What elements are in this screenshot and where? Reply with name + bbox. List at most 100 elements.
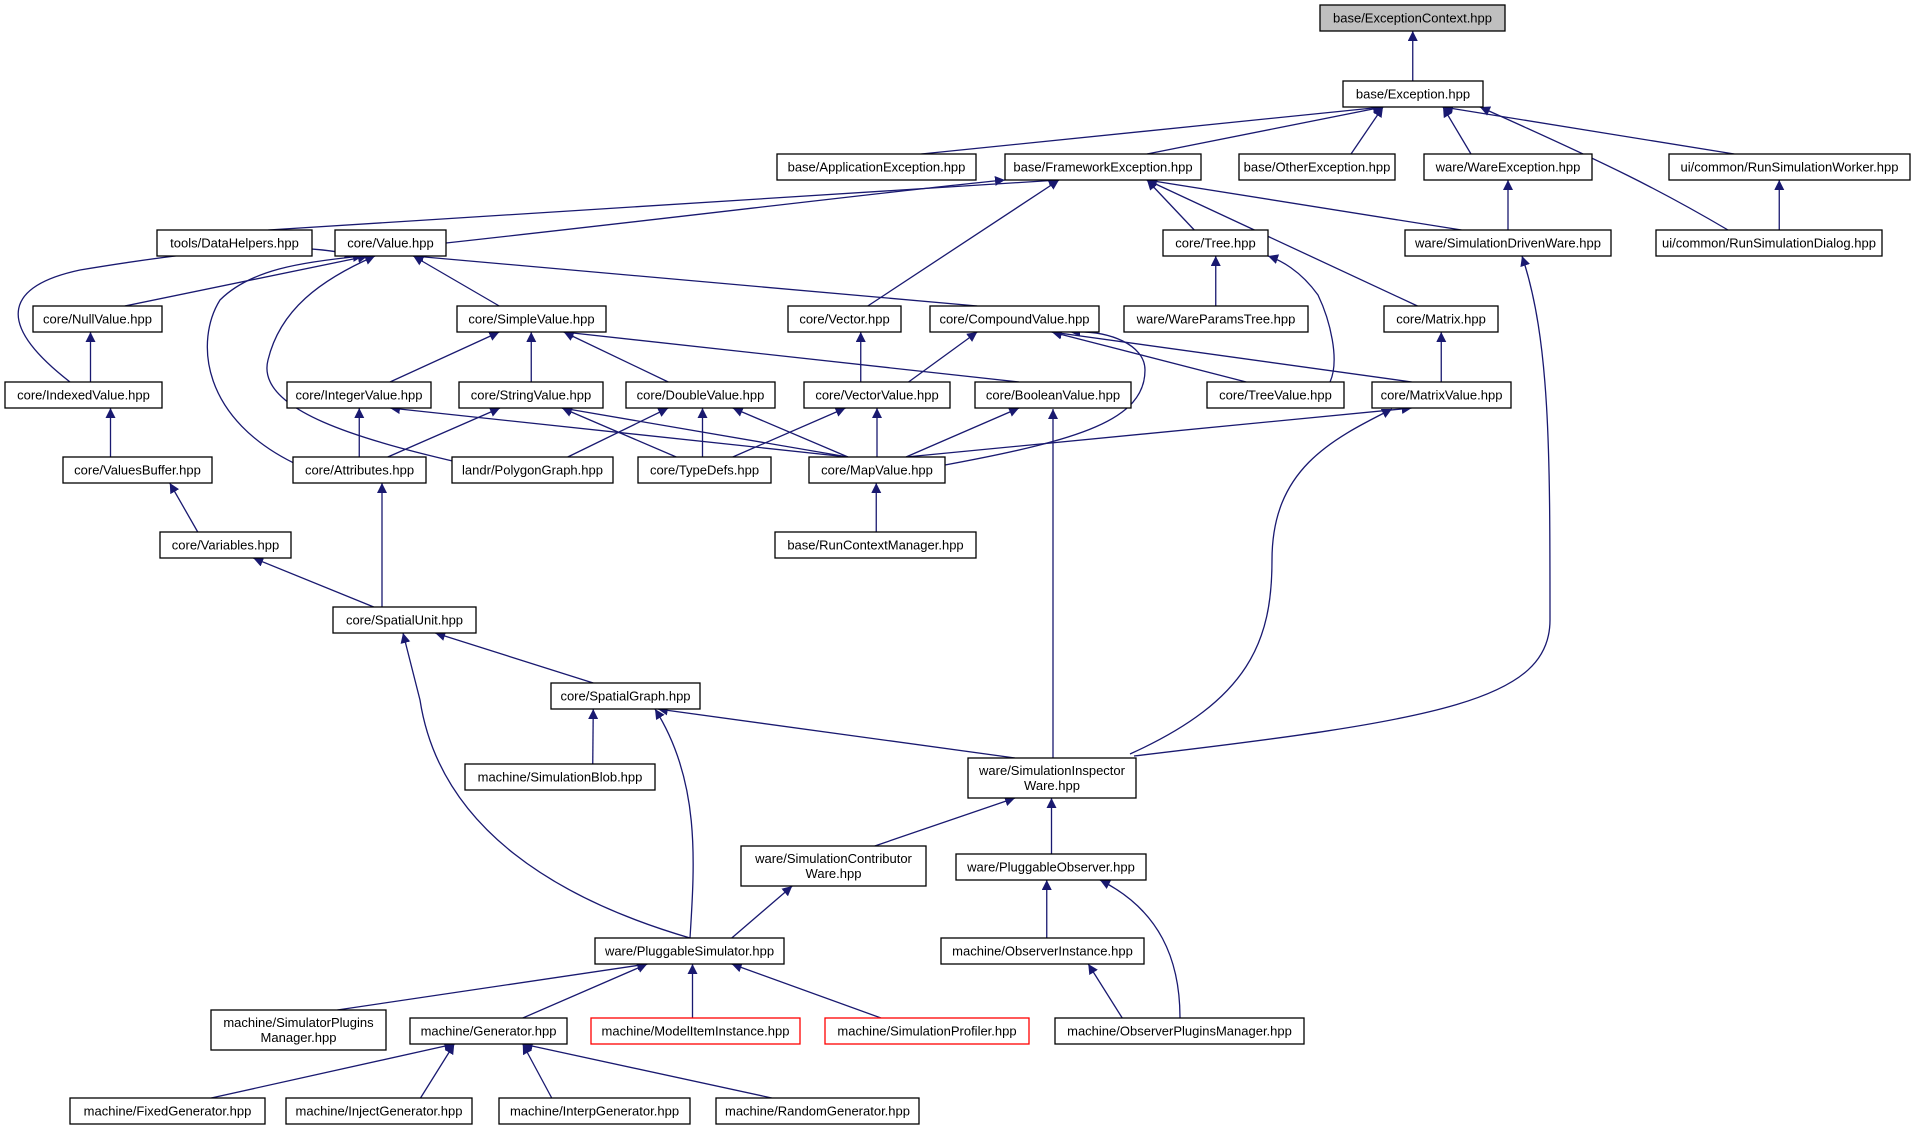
node-box (967, 757, 1137, 799)
file-node[interactable]: core/TypeDefs.hpp (637, 456, 772, 484)
node-box (787, 305, 902, 333)
file-node[interactable]: core/IntegerValue.hpp (286, 381, 432, 409)
file-node[interactable]: core/ValuesBuffer.hpp (62, 456, 213, 484)
file-node[interactable]: core/Matrix.hpp (1383, 305, 1499, 333)
file-node[interactable]: base/FrameworkException.hpp (1004, 153, 1202, 181)
file-node[interactable]: machine/FixedGenerator.hpp (69, 1097, 266, 1125)
file-node[interactable]: ui/common/RunSimulationDialog.hpp (1655, 229, 1883, 257)
node-box (550, 682, 701, 710)
file-node[interactable]: landr/PolygonGraph.hpp (451, 456, 614, 484)
file-node[interactable]: core/IndexedValue.hpp (4, 381, 163, 409)
node-label: core/StringValue.hpp (471, 388, 591, 403)
node-label: ware/WareParamsTree.hpp (1136, 312, 1296, 327)
node-label: base/ApplicationException.hpp (788, 160, 966, 175)
node-label: core/SpatialUnit.hpp (346, 613, 463, 628)
file-node[interactable]: core/VectorValue.hpp (803, 381, 951, 409)
file-node[interactable]: machine/SimulationProfiler.hpp (824, 1017, 1030, 1045)
node-label: base/FrameworkException.hpp (1013, 160, 1192, 175)
file-node[interactable]: core/CompoundValue.hpp (929, 305, 1100, 333)
file-node[interactable]: core/SimpleValue.hpp (456, 305, 607, 333)
edge-n30-to-n23 (905, 407, 1020, 458)
file-node[interactable]: core/NullValue.hpp (32, 305, 163, 333)
file-node[interactable]: core/Vector.hpp (787, 305, 902, 333)
file-node[interactable]: base/Exception.hpp (1342, 80, 1484, 108)
node-label: tools/DataHelpers.hpp (170, 236, 299, 251)
file-node[interactable]: core/Variables.hpp (159, 531, 292, 559)
node-label: ware/SimulationContributor (754, 851, 912, 866)
edge-n42-to-n39 (522, 963, 648, 1019)
edge-n23-to-n13 (563, 328, 1020, 383)
node-label: machine/ObserverPluginsManager.hpp (1067, 1024, 1292, 1039)
file-node[interactable]: core/Value.hpp (334, 229, 447, 257)
file-node[interactable]: core/TreeValue.hpp (1206, 381, 1345, 409)
file-node[interactable]: ware/SimulationDrivenWare.hpp (1404, 229, 1612, 257)
node-label: machine/SimulatorPlugins (223, 1015, 374, 1030)
file-node[interactable]: core/StringValue.hpp (458, 381, 604, 409)
edge-n11-to-n1 (1479, 106, 1729, 231)
edge-n5-to-n1 (1442, 106, 1472, 155)
node-label: base/RunContextManager.hpp (787, 538, 963, 553)
node-label: Ware.hpp (1024, 778, 1080, 793)
file-node[interactable]: machine/ObserverPluginsManager.hpp (1054, 1017, 1305, 1045)
node-box (637, 456, 772, 484)
file-node[interactable]: machine/SimulationBlob.hpp (464, 763, 656, 791)
file-node[interactable]: machine/InterpGenerator.hpp (498, 1097, 691, 1125)
edge-n8-to-n3 (445, 175, 1006, 244)
node-box (776, 153, 977, 181)
edge-n27-to-n8 (206, 251, 364, 467)
file-node[interactable]: core/SpatialGraph.hpp (550, 682, 701, 710)
file-node[interactable]: core/Tree.hpp (1162, 229, 1269, 257)
file-node[interactable]: core/MapValue.hpp (808, 456, 946, 484)
node-box (1206, 381, 1345, 409)
file-node[interactable]: base/RunContextManager.hpp (774, 531, 977, 559)
edge-n2-to-n1 (921, 103, 1384, 155)
edge-n30-to-n15 (944, 326, 1146, 466)
file-node[interactable]: core/BooleanValue.hpp (974, 381, 1132, 409)
edge-n36-to-n10 (1133, 255, 1551, 757)
node-label: ware/PluggableSimulator.hpp (604, 944, 774, 959)
file-node[interactable]: core/SpatialUnit.hpp (332, 606, 477, 634)
node-box (1162, 229, 1269, 257)
file-node[interactable]: ui/common/RunSimulationWorker.hpp (1668, 153, 1911, 181)
node-label: core/IntegerValue.hpp (296, 388, 423, 403)
edge-n39-to-n33 (400, 632, 691, 939)
file-node[interactable]: machine/ModelItemInstance.hpp (590, 1017, 801, 1045)
file-node[interactable]: base/ApplicationException.hpp (776, 153, 977, 181)
file-node[interactable]: ware/PluggableSimulator.hpp (594, 937, 785, 965)
node-box (334, 229, 447, 257)
node-label: core/Matrix.hpp (1396, 312, 1486, 327)
file-node[interactable]: core/DoubleValue.hpp (625, 381, 776, 409)
edge-n28-to-n21 (567, 407, 669, 458)
edge-n3-to-n1 (1146, 104, 1384, 155)
edge-n31-to-n26 (169, 482, 199, 533)
node-label: core/SpatialGraph.hpp (560, 689, 690, 704)
file-node[interactable]: base/OtherException.hpp (1238, 153, 1396, 181)
file-node[interactable]: machine/ObserverInstance.hpp (940, 937, 1145, 965)
node-label: landr/PolygonGraph.hpp (462, 463, 603, 478)
file-node[interactable]: machine/InjectGenerator.hpp (285, 1097, 473, 1125)
file-node[interactable]: ware/WareException.hpp (1423, 153, 1593, 181)
node-label: ware/SimulationDrivenWare.hpp (1414, 236, 1601, 251)
node-label: core/ValuesBuffer.hpp (74, 463, 201, 478)
file-node[interactable]: machine/RandomGenerator.hpp (715, 1097, 920, 1125)
node-box (1123, 305, 1309, 333)
dependency-edges (17, 31, 1785, 1099)
file-node[interactable]: ware/WareParamsTree.hpp (1123, 305, 1309, 333)
node-box (1423, 153, 1593, 181)
file-node[interactable]: ware/PluggableObserver.hpp (955, 853, 1147, 881)
node-label: core/IndexedValue.hpp (17, 388, 150, 403)
file-node[interactable]: core/MatrixValue.hpp (1371, 381, 1512, 409)
node-box (974, 381, 1132, 409)
node-label: base/Exception.hpp (1356, 87, 1470, 102)
file-node[interactable]: machine/Generator.hpp (409, 1017, 568, 1045)
node-box (464, 763, 656, 791)
file-node[interactable]: tools/DataHelpers.hpp (156, 229, 313, 257)
file-node[interactable]: core/Attributes.hpp (292, 456, 427, 484)
node-box (1319, 4, 1506, 32)
file-node[interactable]: base/ExceptionContext.hpp (1319, 4, 1506, 32)
node-label: core/TreeValue.hpp (1219, 388, 1332, 403)
